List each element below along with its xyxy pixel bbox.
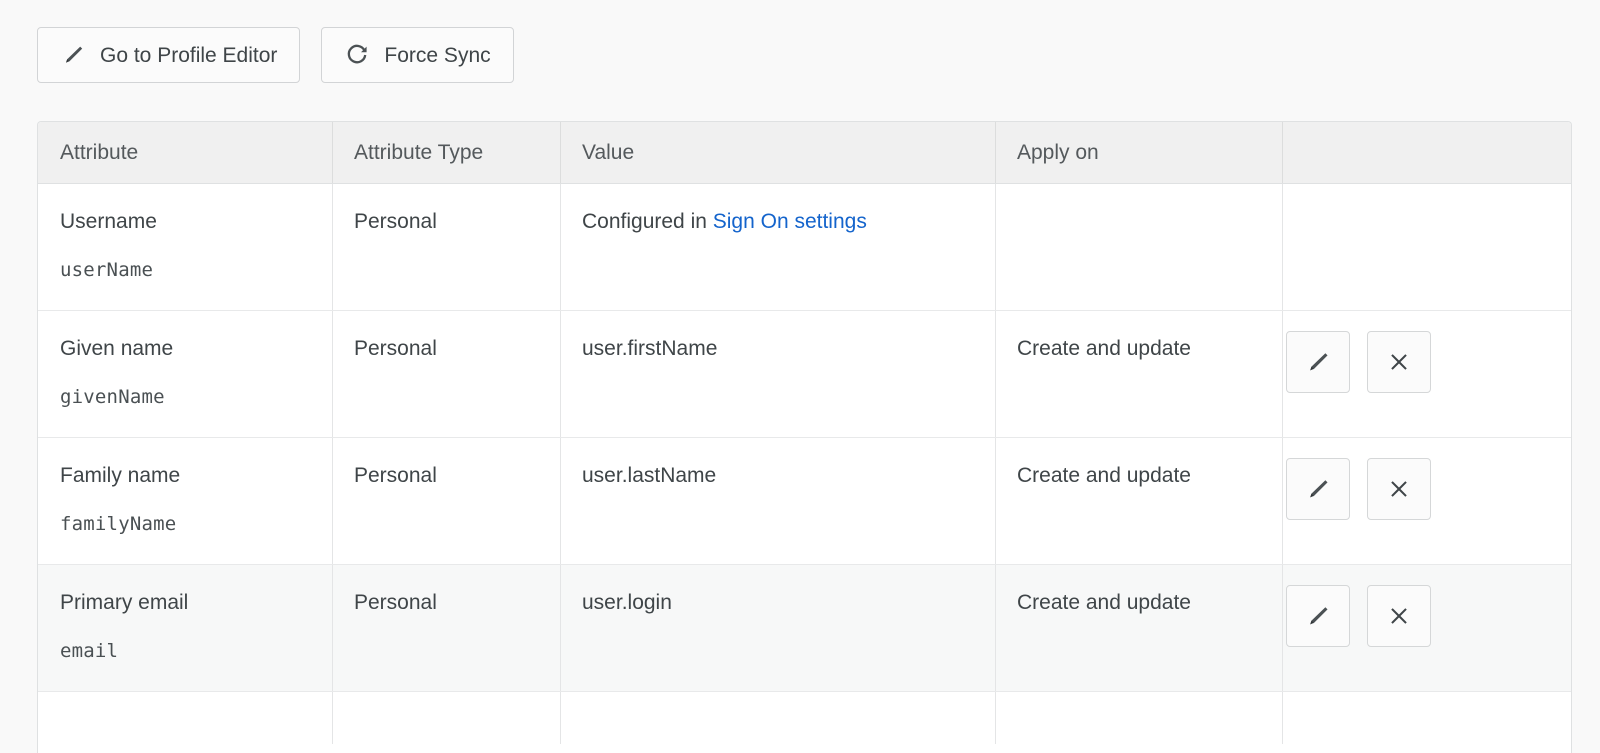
pencil-icon: [1305, 349, 1331, 375]
cell-attribute-type: Personal: [332, 565, 560, 691]
column-header-value: Value: [560, 122, 995, 183]
cell-attribute: Given name givenName: [38, 311, 332, 437]
attribute-key: familyName: [60, 513, 177, 535]
cell-actions: [1282, 311, 1571, 437]
refresh-icon: [344, 42, 370, 68]
cell-apply-on: Create and update: [995, 438, 1282, 564]
cell-apply-on: [995, 184, 1282, 310]
attribute-mappings-table: Attribute Attribute Type Value Apply on …: [37, 121, 1572, 753]
cell-apply-on: [995, 692, 1282, 744]
attribute-display-name: Given name: [60, 337, 174, 360]
cell-attribute: [38, 692, 332, 744]
value-prefix: Configured in: [582, 210, 713, 233]
cell-attribute: Primary email email: [38, 565, 332, 691]
cell-apply-on: Create and update: [995, 565, 1282, 691]
close-x-icon: [1386, 603, 1412, 629]
column-header-attribute: Attribute: [60, 141, 139, 164]
cell-apply-on: Create and update: [995, 311, 1282, 437]
cell-value: user.login: [560, 565, 995, 691]
attribute-key: email: [60, 640, 119, 662]
table-row[interactable]: Given name givenName Personal user.first…: [38, 311, 1571, 438]
column-header-attribute-type: Attribute Type: [332, 122, 560, 183]
cell-attribute-type: Personal: [332, 184, 560, 310]
attribute-key: userName: [60, 259, 154, 281]
pencil-icon: [1305, 603, 1331, 629]
cell-value: user.firstName: [560, 311, 995, 437]
cell-attribute: Family name familyName: [38, 438, 332, 564]
toolbar: Go to Profile Editor Force Sync: [37, 27, 514, 83]
attribute-display-name: Family name: [60, 464, 181, 487]
cell-actions: [1282, 692, 1571, 744]
cell-actions: [1282, 565, 1571, 691]
attribute-key: givenName: [60, 386, 165, 408]
close-x-icon: [1386, 349, 1412, 375]
attribute-display-name: Username: [60, 210, 157, 233]
cell-attribute-type: Personal: [332, 438, 560, 564]
edit-mapping-button[interactable]: [1286, 585, 1350, 647]
table-row-partial[interactable]: [38, 692, 1571, 744]
table-row[interactable]: Username userName Personal Configured in…: [38, 184, 1571, 311]
cell-attribute-type: [332, 692, 560, 744]
cell-value: user.lastName: [560, 438, 995, 564]
cell-attribute: Username userName: [38, 184, 332, 310]
edit-mapping-button[interactable]: [1286, 331, 1350, 393]
pencil-icon: [1305, 476, 1331, 502]
column-header-actions: [1282, 122, 1571, 183]
cell-value: Configured in Sign On settings: [560, 184, 995, 310]
force-sync-button[interactable]: Force Sync: [321, 27, 514, 83]
value-text: user.lastName: [582, 464, 717, 487]
delete-mapping-button[interactable]: [1367, 585, 1431, 647]
cell-value: [560, 692, 995, 744]
table-header-row: Attribute Attribute Type Value Apply on: [38, 122, 1571, 184]
delete-mapping-button[interactable]: [1367, 458, 1431, 520]
table-row[interactable]: Primary email email Personal user.login …: [38, 565, 1571, 692]
value-text: Configured in Sign On settings: [560, 184, 995, 232]
value-text: user.login: [582, 591, 672, 614]
column-header-apply-on: Apply on: [995, 122, 1282, 183]
force-sync-label: Force Sync: [384, 43, 491, 67]
sign-on-settings-link[interactable]: Sign On settings: [712, 210, 867, 233]
go-to-profile-editor-button[interactable]: Go to Profile Editor: [37, 27, 301, 83]
cell-attribute-type: Personal: [332, 311, 560, 437]
cell-actions: [1282, 184, 1571, 310]
pencil-icon: [60, 42, 86, 68]
edit-mapping-button[interactable]: [1286, 458, 1350, 520]
cell-actions: [1282, 438, 1571, 564]
table-row[interactable]: Family name familyName Personal user.las…: [38, 438, 1571, 565]
go-to-profile-editor-label: Go to Profile Editor: [100, 43, 278, 67]
delete-mapping-button[interactable]: [1367, 331, 1431, 393]
value-text: user.firstName: [582, 337, 718, 360]
close-x-icon: [1386, 476, 1412, 502]
attribute-display-name: Primary email: [60, 591, 189, 614]
